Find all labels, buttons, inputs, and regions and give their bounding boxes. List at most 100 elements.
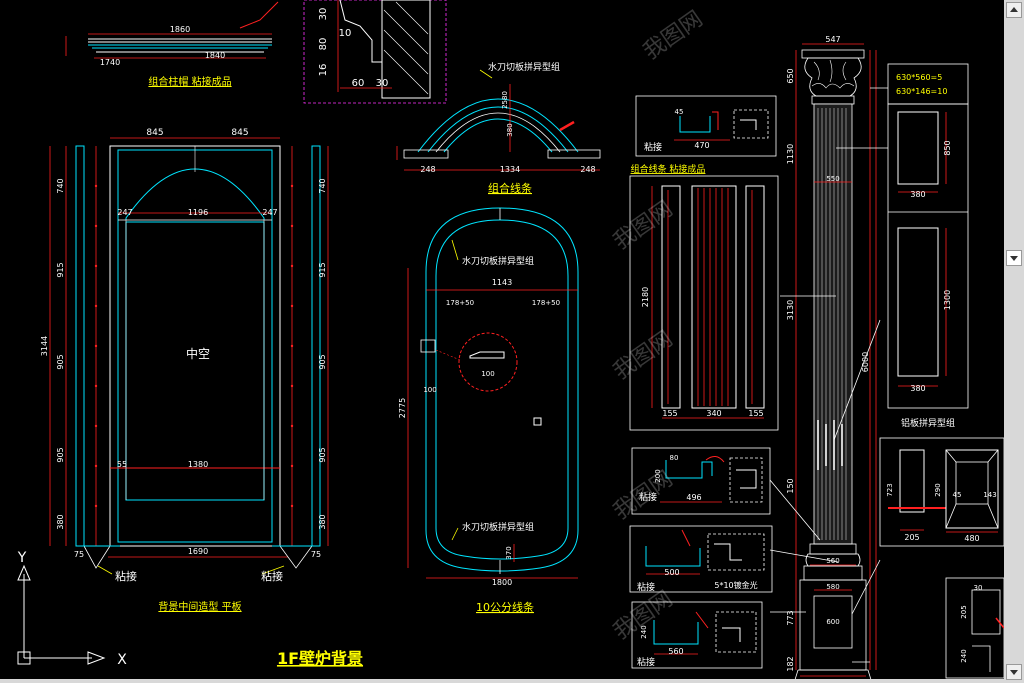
dim-247b: 247 (262, 208, 277, 217)
dim-m370: 370 (505, 546, 513, 559)
dim-p30b: 30 (376, 78, 389, 89)
dim-p30: 30 (318, 8, 329, 21)
profile-detail-box (303, 0, 447, 104)
left-arch-frame (49, 137, 329, 575)
label-glue-d1: 粘接 (644, 141, 662, 153)
dim-arch-380: 380 (506, 123, 514, 136)
dim-905d: 905 (318, 447, 327, 462)
dim-905c: 905 (318, 354, 327, 369)
dim-p16: 16 (318, 64, 329, 77)
label-glue-d2: 粘接 (639, 491, 657, 503)
caption-mid: 10公分线条 (476, 600, 534, 614)
right-panel-details (887, 103, 969, 409)
corinthian-column (769, 43, 888, 683)
dim-rb-143: 143 (983, 491, 996, 499)
ucs-axis-icon (17, 564, 106, 665)
dim-rb-290: 290 (934, 483, 942, 496)
axis-x-label: X (117, 652, 127, 668)
dim-d2-80: 80 (670, 454, 679, 462)
dim-m1800: 1800 (492, 578, 512, 587)
label-glue-left: 粘接 (115, 569, 137, 583)
caption-panel: 铝板拼异型组 (901, 417, 955, 429)
cap-molding-profile (65, 1, 279, 59)
dim-arch-248a: 248 (420, 165, 435, 174)
dim-rb-205: 205 (904, 533, 919, 542)
horizontal-scrollbar[interactable] (0, 679, 1004, 683)
label-waterjet-bottom: 水刀切板拼异型组 (462, 521, 534, 533)
dim-1860: 1860 (170, 25, 190, 34)
dim-1840: 1840 (205, 51, 225, 60)
dim-col-580: 580 (826, 583, 839, 591)
dim-d2-200: 200 (654, 469, 662, 482)
label-waterjet-mid: 水刀切板拼异型组 (462, 255, 534, 267)
dim-arch-1334: 1334 (500, 165, 520, 174)
dim-col-560: 560 (826, 557, 839, 565)
dim-845b: 845 (231, 128, 248, 138)
label-glue-d3: 粘接 (637, 581, 655, 593)
scroll-thumb[interactable] (1006, 250, 1022, 266)
arrow-up-icon (1010, 7, 1018, 12)
right-note-2: 630*146=10 (896, 87, 947, 96)
dim-rb-45: 45 (953, 491, 962, 499)
caption-cap-top: 组合柱帽 粘接成品 (148, 75, 231, 88)
dim-m100: 100 (481, 370, 494, 378)
dim-m178b: 178+50 (532, 299, 560, 307)
dim-rb-480: 480 (964, 534, 979, 543)
arrow-down-icon (1010, 256, 1018, 261)
dim-col-600: 600 (826, 618, 839, 626)
dim-arch-248b: 248 (580, 165, 595, 174)
dim-col-547: 547 (825, 35, 840, 44)
dim-m178a: 178+50 (446, 299, 474, 307)
tall-arch-panel (407, 207, 579, 579)
dim-dp-340: 340 (706, 409, 721, 418)
label-glue-right: 粘接 (261, 569, 283, 583)
dim-d3-500: 500 (664, 568, 679, 577)
dim-col-6000: 6000 (861, 352, 870, 372)
dim-740a: 740 (56, 178, 65, 193)
dim-740b: 740 (318, 178, 327, 193)
label-glue-d4: 粘接 (637, 656, 655, 668)
dim-col-650: 650 (786, 68, 795, 83)
dim-905b: 905 (56, 447, 65, 462)
dim-arch-h: 2580 (501, 91, 509, 109)
dim-rp-380a: 380 (910, 190, 925, 199)
label-hollow: 中空 (186, 346, 210, 361)
dim-rb-240: 240 (960, 649, 968, 662)
arch-molding (396, 69, 601, 171)
dim-p80: 80 (318, 38, 329, 51)
caption-bead: 组合线条 (488, 181, 532, 195)
scroll-up-button[interactable] (1006, 2, 1022, 18)
detail-box-2 (631, 447, 771, 515)
dim-915b: 915 (318, 262, 327, 277)
dim-d4-240: 240 (640, 625, 648, 638)
dim-1196: 1196 (188, 208, 208, 217)
drawing-title: 1F壁炉背景 (277, 649, 363, 668)
dim-col-1130: 1130 (786, 144, 795, 164)
dim-m1143: 1143 (492, 278, 512, 287)
dim-m100b: 100 (423, 386, 436, 394)
dim-247a: 247 (117, 208, 132, 217)
dim-col-550: 550 (826, 175, 839, 183)
scroll-down-button[interactable] (1006, 664, 1022, 680)
dim-m2775: 2775 (398, 398, 407, 418)
dim-d1-45: 45 (675, 108, 684, 116)
right-note-1: 630*560=5 (896, 73, 942, 82)
dim-380b: 380 (318, 514, 327, 529)
dim-380: 380 (56, 514, 65, 529)
dim-col-773: 773 (786, 610, 795, 625)
dim-col-150: 150 (786, 478, 795, 493)
label-d3-note: 5*10镀金光 (714, 580, 757, 590)
dim-col-182: 182 (786, 656, 795, 671)
dim-rb-205b: 205 (960, 605, 968, 618)
dim-p10: 10 (339, 28, 352, 39)
dim-dp-155b: 155 (748, 409, 763, 418)
dim-75b: 75 (311, 550, 321, 559)
arrow-down-icon (1010, 670, 1018, 675)
vertical-scrollbar[interactable] (1004, 0, 1024, 683)
dim-3144: 3144 (40, 336, 49, 356)
dim-1740: 1740 (100, 58, 120, 67)
dim-rp-380b: 380 (910, 384, 925, 393)
detail-box-3 (629, 525, 773, 593)
dim-rp-1300: 1300 (943, 290, 952, 310)
